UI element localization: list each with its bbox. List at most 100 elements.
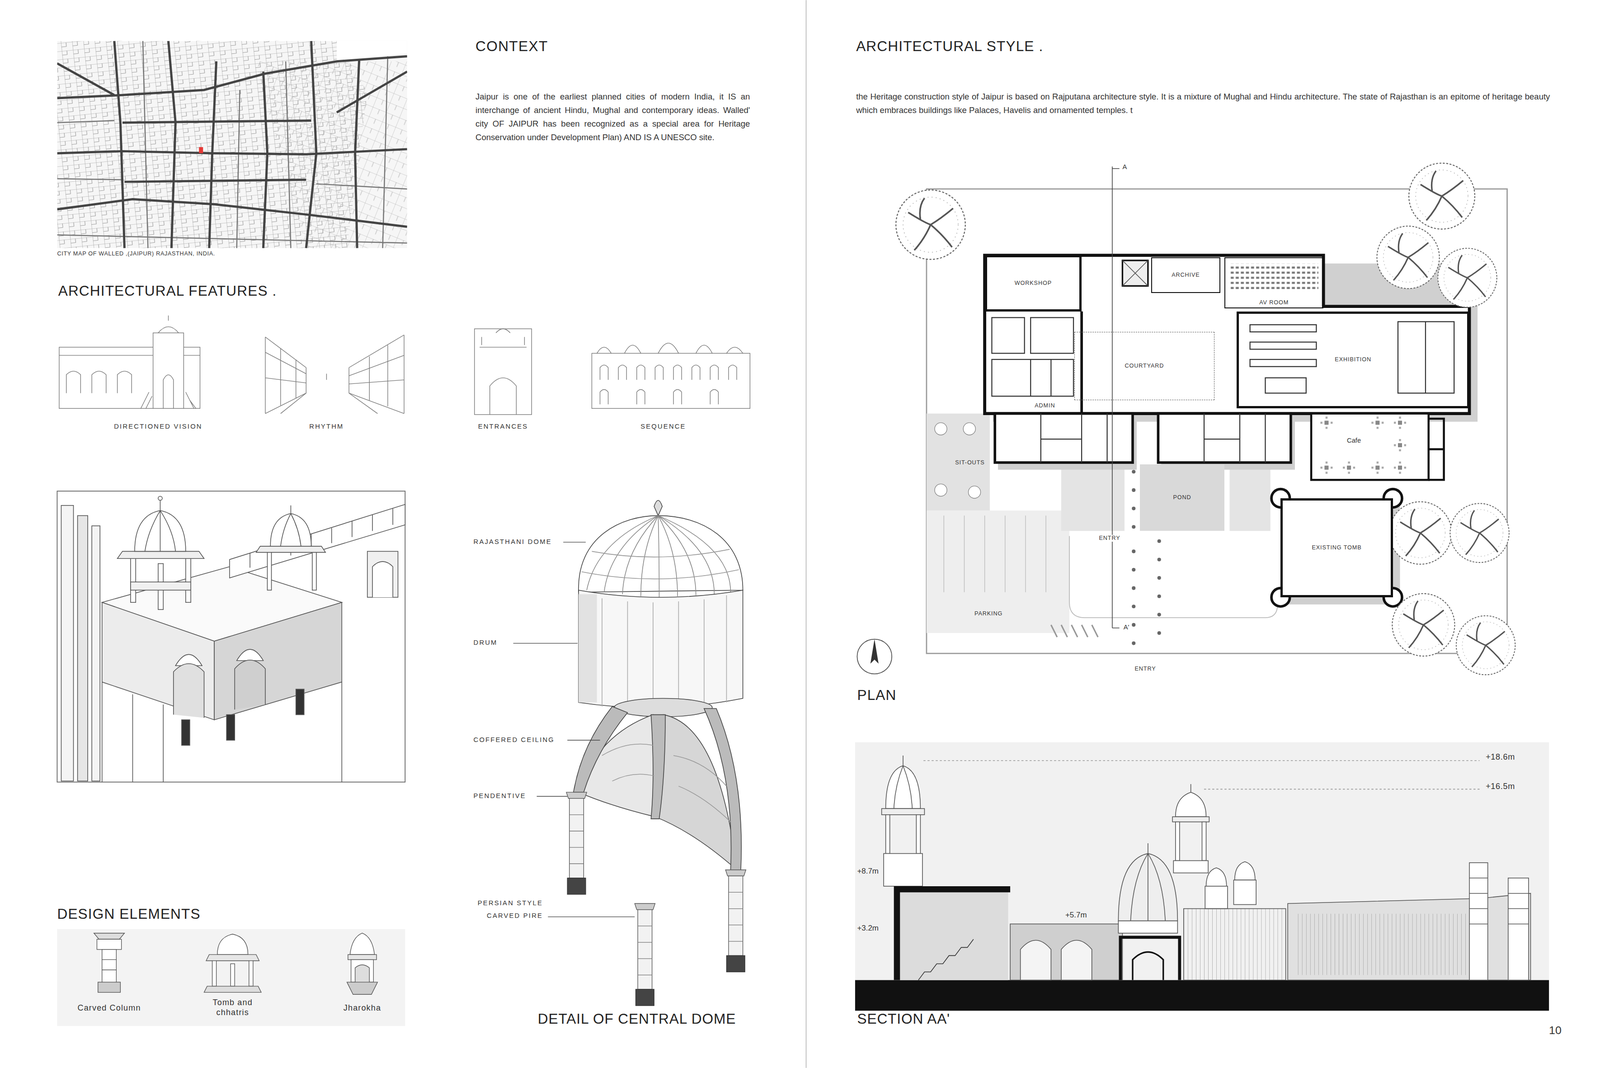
isometric-illustration <box>61 505 74 782</box>
sketch-caption: RHYTHM <box>309 422 344 431</box>
design-elements-panel <box>351 959 374 982</box>
site-plan <box>1271 489 1403 607</box>
callout-label: COFFERED CEILING <box>473 735 555 744</box>
site-plan <box>1157 630 1162 635</box>
section-drawing <box>1132 951 1164 980</box>
city-map <box>355 59 360 249</box>
isometric-illustration <box>226 714 235 740</box>
section-drawing <box>894 765 913 809</box>
feature-sketches <box>600 389 719 405</box>
site-plan <box>943 515 1046 592</box>
central-dome-detail <box>573 706 628 793</box>
section-drawing <box>1469 877 1529 924</box>
site-plan <box>1040 413 1266 463</box>
site-plan <box>1112 166 1120 628</box>
isometric-illustration <box>185 556 191 603</box>
design-elements-panel <box>230 963 235 986</box>
site-plan <box>1392 593 1455 656</box>
section-drawing <box>1172 816 1210 822</box>
drawing-title: SECTION AA' <box>856 1010 951 1028</box>
central-dome-detail <box>547 916 635 917</box>
isometric-illustration <box>267 550 272 590</box>
city-map <box>56 41 407 249</box>
section-drawing <box>1020 940 1092 980</box>
site-plan <box>1080 311 1083 414</box>
design-elements-panel <box>355 964 370 982</box>
site-plan <box>1131 586 1136 590</box>
section-drawing <box>881 808 925 815</box>
isometric-illustration <box>372 561 393 598</box>
map-caption: CITY MAP OF WALLED ,(JAIPUR) RAJASTHAN, … <box>56 250 216 258</box>
isometric-illustration <box>61 495 405 782</box>
central-dome-detail <box>654 499 663 516</box>
design-elements-panel <box>348 954 377 960</box>
isometric-illustration <box>130 556 136 603</box>
site-plan <box>1061 464 1125 531</box>
section-drawing <box>855 742 1549 1011</box>
plan-room: ARCHIVE <box>1151 257 1221 293</box>
site-plan <box>1157 594 1162 598</box>
design-elements-panel <box>349 932 375 955</box>
room-label: POND <box>1172 494 1191 501</box>
design-elements-panel <box>56 928 405 1026</box>
city-map <box>209 61 217 249</box>
city-map <box>56 63 407 182</box>
room-label: Cafe <box>1346 436 1361 445</box>
isometric-illustration <box>91 525 100 781</box>
isometric-illustration <box>236 649 264 661</box>
room-label: ARCHIVE <box>1171 271 1200 279</box>
feature-sketches <box>597 343 744 354</box>
site-plan <box>1050 624 1098 637</box>
isometric-illustration <box>145 499 176 551</box>
section-drawing <box>855 979 1549 1011</box>
central-dome-detail <box>513 541 636 917</box>
design-elements-panel <box>98 981 121 993</box>
section-drawing <box>883 853 923 886</box>
isometric-illustration <box>130 581 191 590</box>
section-drawing <box>1469 862 1488 980</box>
section-drawing <box>1175 821 1180 861</box>
plan-room: AV ROOM <box>1224 257 1324 309</box>
site-plan <box>1250 342 1317 350</box>
city-map <box>56 41 407 249</box>
isometric-illustration <box>214 602 342 720</box>
element-caption: Carved Column <box>77 1002 142 1013</box>
site-plan <box>895 189 966 260</box>
city-map <box>198 146 203 154</box>
site-plan <box>1393 461 1407 474</box>
site-plan <box>1131 549 1136 553</box>
central-dome-detail <box>563 541 586 542</box>
city-map <box>305 41 317 249</box>
design-elements-panel <box>94 932 378 994</box>
isometric-illustration <box>56 490 405 782</box>
city-map <box>263 71 268 249</box>
plan-room: WORKSHOP <box>984 254 1082 311</box>
feature-sketches <box>59 315 750 415</box>
site-plan <box>1250 359 1317 367</box>
level-dimension: +8.7m <box>856 866 879 876</box>
section-drawing <box>902 755 904 766</box>
site-plan <box>1371 416 1384 429</box>
section-drawing <box>881 755 1531 980</box>
city-map <box>56 41 407 249</box>
section-drawing <box>855 742 1549 980</box>
plan-room: EXISTING TOMB <box>1280 498 1393 598</box>
design-elements-panel <box>249 960 254 986</box>
section-drawing <box>923 760 1480 789</box>
section-drawing <box>1175 791 1207 817</box>
city-map <box>56 41 407 249</box>
isometric-illustration <box>102 681 343 782</box>
design-elements-panel <box>102 959 117 970</box>
city-map <box>114 41 125 249</box>
site-plan <box>1157 557 1162 561</box>
plan-room: COURTYARD <box>1074 331 1215 400</box>
drawing-title: PLAN <box>856 686 897 704</box>
section-drawing <box>1204 885 1228 909</box>
section-drawing <box>1120 936 1180 980</box>
site-plan <box>991 317 1074 396</box>
central-dome-detail <box>566 791 587 895</box>
site-plan <box>1030 317 1074 353</box>
feature-sketches <box>66 371 132 394</box>
sketch-caption: SEQUENCE <box>640 422 686 431</box>
